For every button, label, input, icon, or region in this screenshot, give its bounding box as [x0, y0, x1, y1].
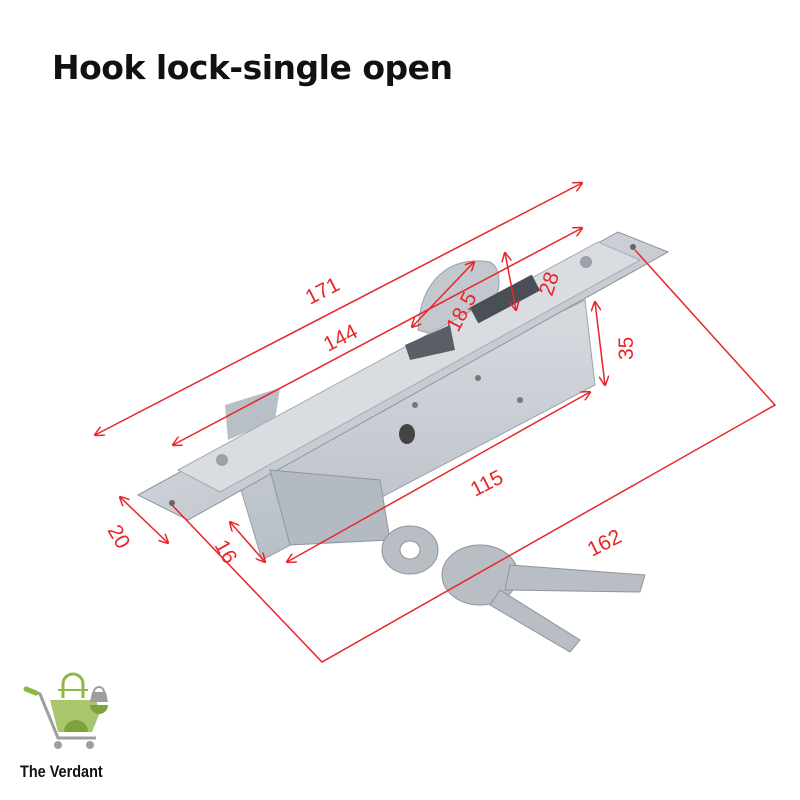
dim-line-28 — [505, 253, 516, 310]
dim-line-16 — [230, 522, 265, 562]
brand-name: The Verdant — [20, 762, 103, 781]
dim-line-162 — [171, 249, 777, 663]
dim-label-20: 20 — [103, 521, 135, 553]
dim-label-171: 171 — [302, 273, 344, 309]
page-title: Hook lock-single open — [52, 48, 453, 87]
dim-label-162: 162 — [584, 525, 626, 561]
dimension-lines — [95, 183, 777, 663]
dim-line-18-5 — [412, 262, 474, 327]
dim-line-115 — [287, 392, 590, 562]
dim-line-35 — [595, 302, 605, 385]
dim-label-35: 35 — [615, 337, 638, 360]
dim-label-16: 16 — [210, 536, 242, 568]
dim-label-144: 144 — [320, 320, 362, 357]
dim-line-20 — [120, 497, 168, 543]
shopping-cart-bag-icon — [23, 672, 108, 749]
dim-label-115: 115 — [467, 466, 507, 502]
